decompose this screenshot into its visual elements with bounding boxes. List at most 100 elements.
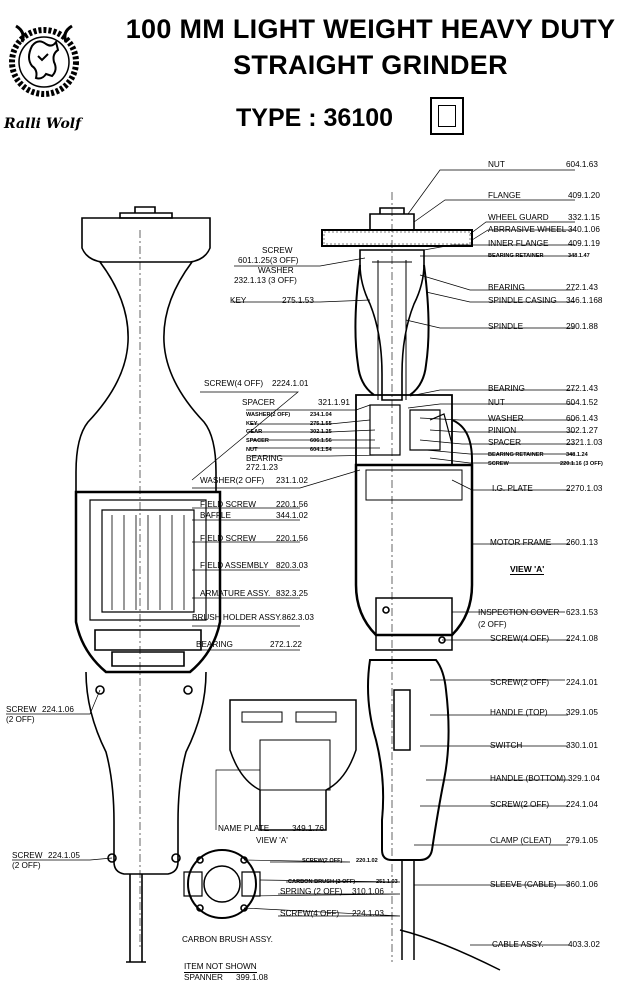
- label-carbon-brush: CARBON BRUSH (2 OFF): [288, 879, 356, 885]
- view-a-plate: [229, 699, 357, 831]
- code-screw-3off: 220.1.16 (3 OFF): [560, 461, 603, 467]
- code-screw-4off-center: 2224.1.01: [272, 379, 309, 388]
- label-screw-3off: SCREW: [488, 461, 509, 467]
- code-spacer-right: 2321.1.03: [566, 438, 603, 447]
- code-screw-left-a: 224.1.06: [42, 705, 74, 714]
- code-bearing-top: 272.1.43: [566, 283, 598, 292]
- code-cable-assy: 403.3.02: [568, 940, 600, 949]
- small-table-item-3: SPACER: [246, 438, 269, 444]
- brand-name: Ralli Wolf: [4, 116, 82, 132]
- code-armature-assy: 832.3.25: [276, 589, 308, 598]
- small-table-code-3: 606.1.56: [310, 438, 332, 444]
- label-bearing-retainer-mid: BEARING RETAINER: [488, 452, 544, 458]
- off-screw-left-a: (2 OFF): [6, 715, 35, 724]
- label-inspection-off: (2 OFF): [478, 620, 507, 629]
- code-motor-frame: 260.1.13: [566, 538, 598, 547]
- label-field-screw-b: FIELD SCREW: [200, 534, 256, 543]
- label-screw-2off-right-b: SCREW(2 OFF): [490, 800, 550, 809]
- code-brush-screw-2off: 220.1.02: [356, 858, 378, 864]
- label-inspection-cover: INSPECTION COVER: [478, 608, 560, 617]
- small-table-code-2: 302.1.25: [310, 429, 332, 435]
- right-handle: [367, 659, 450, 861]
- label-screw-center: SCREW: [262, 246, 293, 255]
- code-field-screw-a: 220.1.56: [276, 500, 308, 509]
- code-ig-plate: 2270.1.03: [566, 484, 603, 493]
- small-table-item-2: GEAR: [246, 429, 263, 435]
- code-bearing-mid: 272.1.43: [566, 384, 598, 393]
- code-bearing-retainer-mid: 348.1.24: [566, 452, 588, 458]
- label-brush-screw-2off: SCREW(2 OFF): [302, 858, 343, 864]
- off-screw-left-b: (2 OFF): [12, 861, 41, 870]
- label-armature-assy: ARMATURE ASSY.: [200, 589, 271, 598]
- small-table-item-0: WASHER(2 OFF): [246, 412, 291, 418]
- label-view-a-left: VIEW 'A': [256, 836, 288, 845]
- code-nut-mid: 604.1.52: [566, 398, 598, 407]
- label-screw-left-b: SCREW: [12, 851, 43, 860]
- code-brush-holder-assy: 862.3.03: [282, 613, 314, 622]
- left-motor-body: [74, 490, 222, 674]
- label-switch: SWITCH: [490, 741, 523, 750]
- code-wheel-guard: 332.1.15: [568, 213, 600, 222]
- code-handle-top: 329.1.05: [566, 708, 598, 717]
- code-spacer-center: 321.1.91: [318, 398, 350, 407]
- label-spindle: SPINDLE: [488, 322, 524, 331]
- label-washer-center: WASHER: [258, 266, 294, 275]
- type-label: TYPE : 36100: [236, 104, 394, 132]
- left-cable: [126, 874, 146, 963]
- label-spacer-right: SPACER: [488, 438, 522, 447]
- label-clamp-cleat: CLAMP (CLEAT): [490, 836, 552, 845]
- code-screw-center: 601.1.25(3 OFF): [238, 256, 299, 265]
- label-key: KEY: [230, 296, 247, 305]
- type-box: [430, 97, 464, 135]
- code-washer-center: 232.1.13 (3 OFF): [234, 276, 297, 285]
- label-bearing-mid: BEARING: [488, 384, 525, 393]
- small-table-item-1: KEY: [246, 421, 258, 427]
- right-motor-frame: [354, 463, 474, 637]
- label-brush-screw-4off: SCREW(4 OFF): [280, 909, 340, 918]
- code-spindle: 290.1.88: [566, 322, 598, 331]
- code-baffle: 344.1.02: [276, 511, 308, 520]
- label-ig-plate: I.G. PLATE: [492, 484, 533, 493]
- code-inner-flange: 409.1.19: [568, 239, 600, 248]
- title-line-2: STRAIGHT GRINDER: [233, 50, 508, 80]
- label-spindle-casing: SPINDLE CASING: [488, 296, 557, 305]
- label-sleeve-cable: SLEEVE (CABLE): [490, 880, 557, 889]
- code-handle-bottom: 329.1.04: [568, 774, 600, 783]
- label-screw-left-a: SCREW: [6, 705, 37, 714]
- title-line-1: 100 MM LIGHT WEIGHT HEAVY DUTY: [125, 14, 616, 44]
- label-field-screw-a: FIELD SCREW: [200, 500, 256, 509]
- code-key: 275.1.53: [282, 296, 314, 305]
- label-cable-assy: CABLE ASSY.: [492, 940, 544, 949]
- code-washer-2off-left: 231.1.02: [276, 476, 308, 485]
- label-screw-2off-right-a: SCREW(2 OFF): [490, 678, 550, 687]
- code-flange: 409.1.20: [568, 191, 600, 200]
- label-handle-top: HANDLE (TOP): [490, 708, 548, 717]
- code-bearing-retainer-top: 348.1.47: [568, 253, 590, 259]
- label-spacer-center: SPACER: [242, 398, 276, 407]
- code-screw-2off-right-b: 224.1.04: [566, 800, 598, 809]
- wheel-guard: [321, 229, 473, 247]
- small-table-code-0: 234.1.04: [310, 412, 332, 418]
- code-washer-right: 606.1.43: [566, 414, 598, 423]
- label-handle-bottom: HANDLE (BOTTOM): [490, 774, 566, 783]
- code-carbon-brush: 251.1.03: [376, 879, 398, 885]
- label-baffle: BAFFLE: [200, 511, 231, 520]
- code-spindle-casing: 346.1.168: [566, 296, 603, 305]
- label-nut-mid: NUT: [488, 398, 505, 407]
- label-wheel-guard: WHEEL GUARD: [488, 213, 549, 222]
- label-screw-4off-center: SCREW(4 OFF): [204, 379, 264, 388]
- label-abrasive-wheel: ABRRASIVE WHEEL: [488, 225, 567, 234]
- code-screw-4off-right: 224.1.08: [566, 634, 598, 643]
- label-view-a-right: VIEW 'A': [510, 564, 545, 575]
- code-field-assembly: 820.3.03: [276, 561, 308, 570]
- code-nut-top: 604.1.63: [566, 160, 598, 169]
- code-spanner: 399.1.08: [236, 973, 268, 982]
- label-item-not-shown: ITEM NOT SHOWN: [184, 962, 257, 973]
- label-bearing-left: BEARING: [196, 640, 233, 649]
- left-handle: [85, 671, 207, 875]
- code-spring: 310.1.06: [352, 887, 384, 896]
- code-bearing-left: 272.1.22: [270, 640, 302, 649]
- label-inner-flange: INNER FLANGE: [488, 239, 549, 248]
- label-brush-holder-assy: BRUSH HOLDER ASSY.: [192, 613, 282, 622]
